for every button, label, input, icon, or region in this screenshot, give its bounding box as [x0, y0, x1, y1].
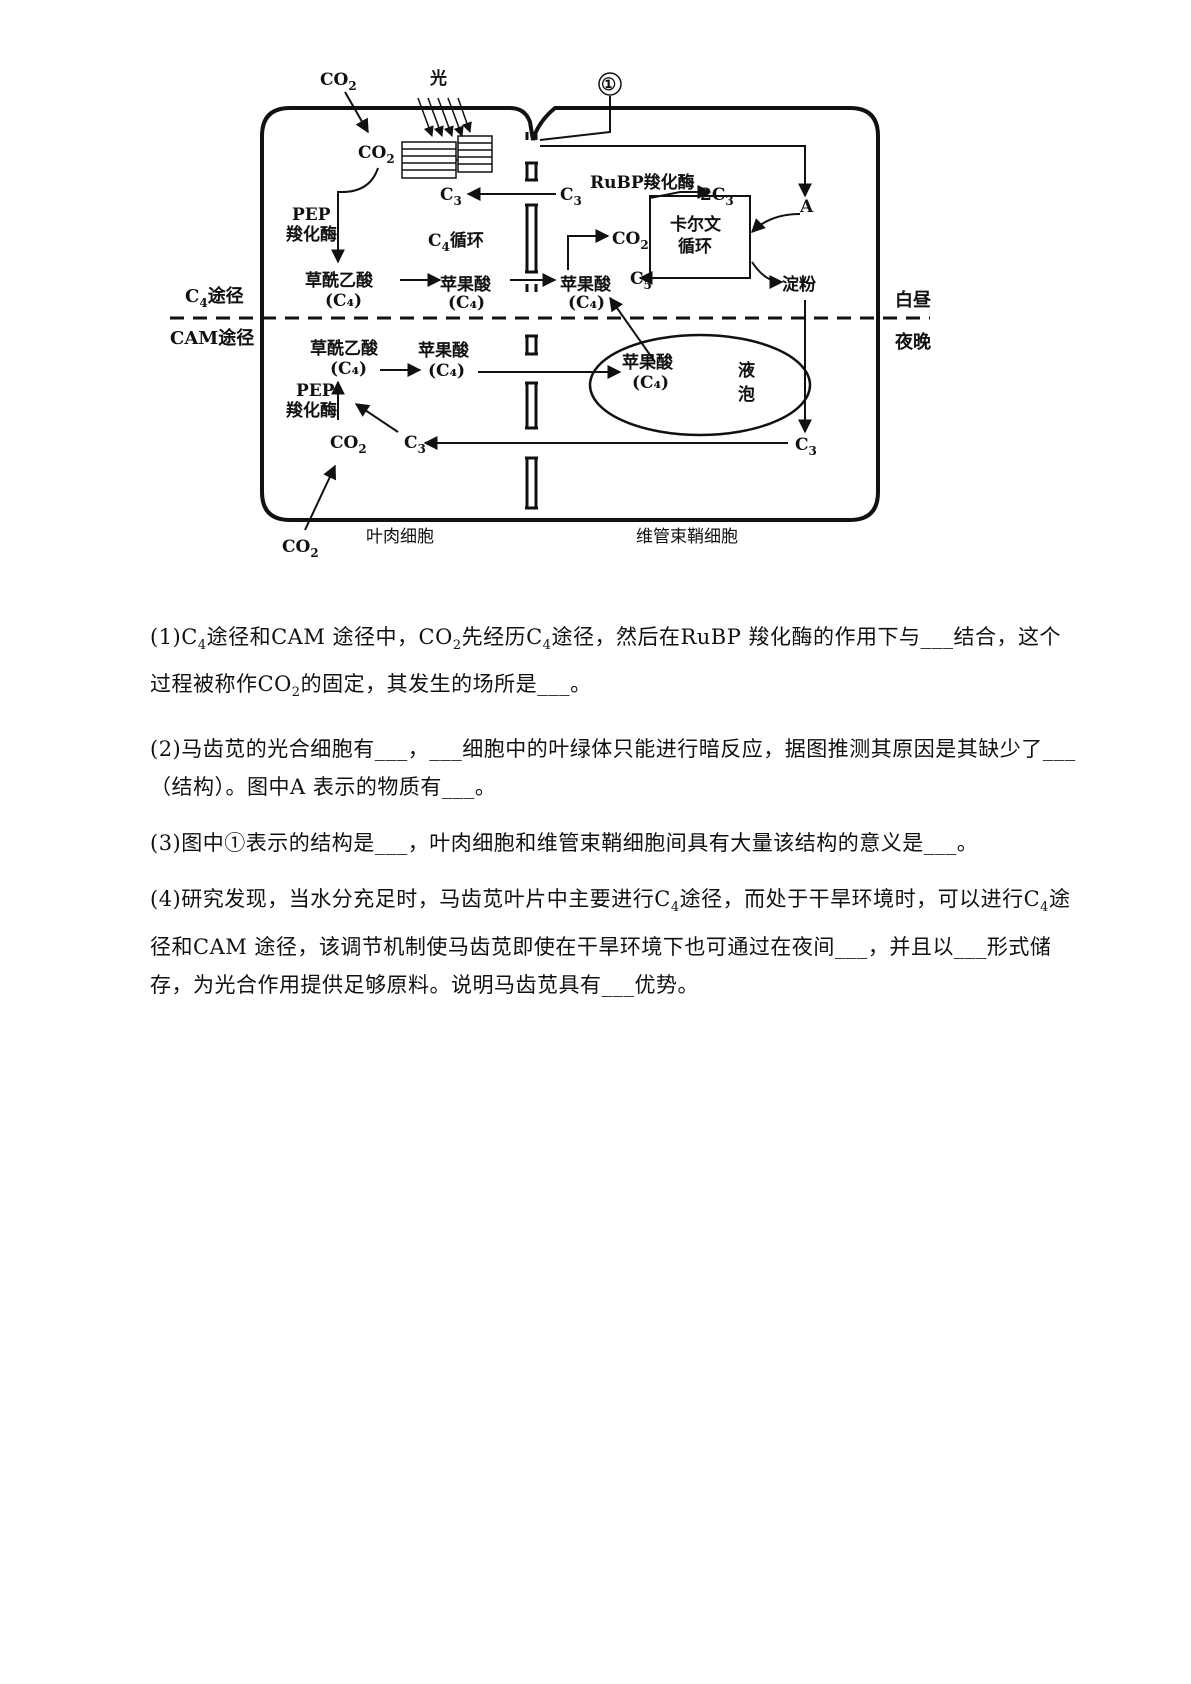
pep-label-top-b: 羧化酶 — [286, 224, 337, 245]
co2-bottom: CO2 — [330, 433, 367, 456]
c4-cycle: C4循环 — [428, 230, 484, 254]
malate-bottom-c4: (C₄) — [428, 361, 465, 381]
pep-label-top-a: PEP — [292, 205, 331, 225]
marker-1-circle — [598, 72, 622, 96]
cell-wall — [525, 132, 538, 510]
co2-bundle: CO2 — [612, 229, 649, 252]
vacuole-label-1: 液 — [738, 360, 755, 381]
co2-outside-bottom: CO2 — [282, 537, 319, 560]
chloroplast-icon — [401, 135, 493, 179]
night-label: 夜晚 — [894, 331, 931, 353]
oaa-top-c4: (C₄) — [325, 291, 362, 311]
question-1: (1)C4途径和CAM 途径中，CO2先经历C4途径，然后在RuBP 羧化酶的作… — [150, 625, 1062, 701]
malate-vacuole: 苹果酸 — [622, 352, 674, 373]
malate-bottom: 苹果酸 — [418, 340, 470, 361]
light-arrows — [417, 97, 472, 137]
day-label: 白昼 — [895, 289, 931, 311]
question-2: (2)马齿苋的光合细胞有___，___细胞中的叶绿体只能进行暗反应，据图推测其原… — [150, 737, 1076, 800]
c3-bottom-right: C3 — [795, 435, 817, 458]
malate-top-1-c4: (C₄) — [448, 293, 485, 313]
mesophyll-label: 叶肉细胞 — [366, 527, 434, 547]
cell-outline — [260, 106, 880, 522]
question-4: (4)研究发现，当水分充足时，马齿苋叶片中主要进行C4途径，而处于干旱环境时，可… — [150, 887, 1071, 997]
c3-left: C3 — [440, 185, 462, 208]
pathway-arrows — [304, 91, 812, 531]
vacuole-label-2: 泡 — [738, 384, 755, 405]
c3-mid: C3 — [560, 185, 582, 208]
malate-top-1: 苹果酸 — [440, 274, 492, 295]
photosynthesis-diagram: CO2 光 ① CO2 PEP 羧化酶 C3 C3 RuBP羧化酶 2C3 A … — [170, 68, 931, 560]
bundle-sheath-label: 维管束鞘细胞 — [636, 527, 738, 547]
c4-path-label: C4途径 — [185, 285, 244, 310]
question-3: (3)图中①表示的结构是___，叶肉细胞和维管束鞘细胞间具有大量该结构的意义是_… — [150, 831, 979, 856]
c3-bottom-left: C3 — [404, 433, 426, 456]
vacuole — [588, 333, 812, 437]
oaa-bottom-c4: (C₄) — [330, 359, 367, 379]
c5-label: C5 — [630, 269, 652, 292]
marker-1-label: ① — [601, 75, 616, 95]
pep-label-bottom-b: 羧化酶 — [286, 400, 337, 421]
malate-top-2-c4: (C₄) — [568, 293, 605, 313]
light-label: 光 — [429, 68, 447, 89]
a-label: A — [799, 197, 814, 217]
starch-label: 淀粉 — [782, 274, 816, 295]
oaa-bottom: 草酰乙酸 — [310, 338, 379, 359]
calvin-label-2: 循环 — [678, 236, 712, 257]
malate-vacuole-c4: (C₄) — [632, 373, 669, 393]
pep-label-bottom-a: PEP — [296, 381, 335, 401]
cam-path-label: CAM途径 — [170, 327, 254, 349]
co2-outside-top: CO2 — [320, 70, 357, 93]
malate-top-2: 苹果酸 — [560, 274, 612, 295]
rubp-label: RuBP羧化酶 — [590, 172, 695, 193]
two-c3: 2C3 — [700, 185, 734, 208]
calvin-label-1: 卡尔文 — [670, 214, 722, 235]
question-list: (1)C4途径和CAM 途径中，CO2先经历C4途径，然后在RuBP 羧化酶的作… — [150, 618, 1080, 1022]
oaa-top: 草酰乙酸 — [305, 270, 374, 291]
co2-inside-top: CO2 — [358, 143, 395, 166]
